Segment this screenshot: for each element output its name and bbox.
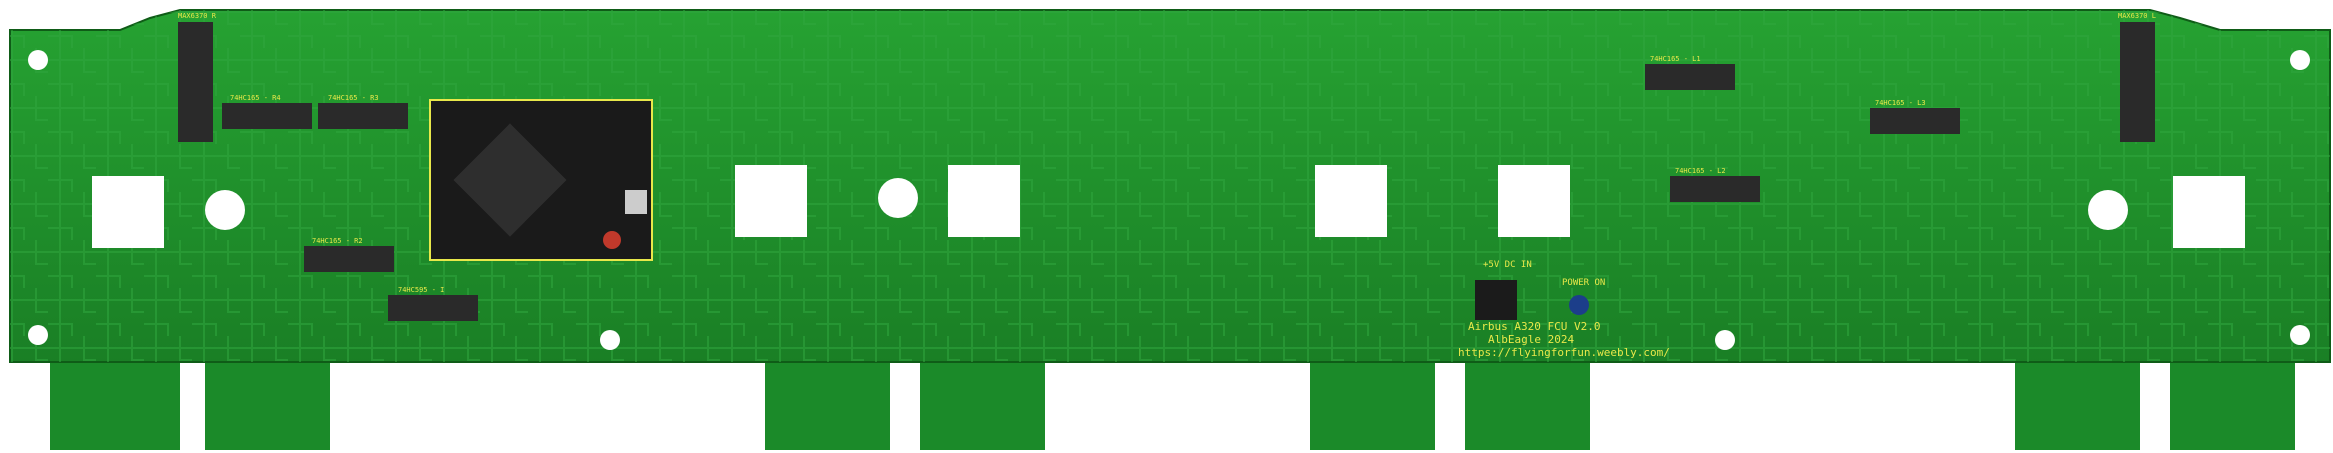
bracket: [765, 360, 890, 450]
cutout-hdg: [735, 165, 807, 237]
mounting-brackets: [50, 360, 2295, 450]
ic-label: 74HC165 - R3: [328, 94, 379, 102]
cutout-vs2: [1498, 165, 1570, 237]
ic-ic-74hc165-l3: [1870, 108, 1960, 134]
knob-holes: [28, 50, 2310, 350]
bracket: [1465, 360, 1590, 450]
ic-ic-74hc165-r2: [304, 246, 394, 272]
hole: [600, 330, 620, 350]
ic-ic-max7219-r: [178, 22, 213, 142]
hole: [2088, 190, 2128, 230]
ic-label: MAX6370 R: [178, 12, 217, 20]
bracket: [1310, 360, 1435, 450]
bracket: [2015, 360, 2140, 450]
ic-ic-74hc165-l1: [1645, 64, 1735, 90]
ic-label: 74HC165 - R2: [312, 237, 363, 245]
ic-label: 74HC165 - L2: [1675, 167, 1726, 175]
ic-ic-74hc165-l2: [1670, 176, 1760, 202]
hole: [28, 325, 48, 345]
hole: [878, 178, 918, 218]
ic-label: 74HC595 - I: [398, 286, 444, 294]
board-url: https://flyingforfun.weebly.com/: [1458, 346, 1670, 359]
bracket: [2170, 360, 2295, 450]
power-on-label: POWER ON: [1562, 278, 1605, 288]
hole: [1715, 330, 1735, 350]
ic-ic-74hc595-i: [388, 295, 478, 321]
microcontroller-module: [429, 99, 653, 261]
ic-ic-74hc165-r3: [318, 103, 408, 129]
power-label: +5V DC IN: [1483, 260, 1532, 270]
board-author: AlbEagle 2024: [1488, 333, 1574, 346]
ic-label: MAX6370 L: [2118, 12, 2156, 20]
power-jack: [1475, 280, 1589, 320]
cutout-vs: [1315, 165, 1387, 237]
ic-ic-max7219-l: [2120, 22, 2155, 142]
ic-label: 74HC165 - R4: [230, 94, 281, 102]
display-cutouts: [92, 165, 2245, 248]
cutout-alt: [948, 165, 1020, 237]
ic-ic-74hc165-r4: [222, 103, 312, 129]
hole: [2290, 325, 2310, 345]
bracket: [50, 360, 180, 450]
ic-group: 74HC165 - R4 74HC165 - R3 74HC165 - R2 74HC…: [178, 12, 2156, 321]
ic-label: 74HC165 - L3: [1875, 99, 1926, 107]
hole: [205, 190, 245, 230]
cutout-speed: [92, 176, 164, 248]
hole: [28, 50, 48, 70]
board-silkscreen: Airbus A320 FCU V2.0 AlbEagle 2024 https…: [1458, 260, 1670, 359]
ic-label: 74HC165 - L1: [1650, 55, 1701, 63]
hole: [2290, 50, 2310, 70]
bracket: [205, 360, 330, 450]
cutout-right: [2173, 176, 2245, 248]
bracket: [920, 360, 1045, 450]
board-title: Airbus A320 FCU V2.0: [1468, 320, 1600, 333]
